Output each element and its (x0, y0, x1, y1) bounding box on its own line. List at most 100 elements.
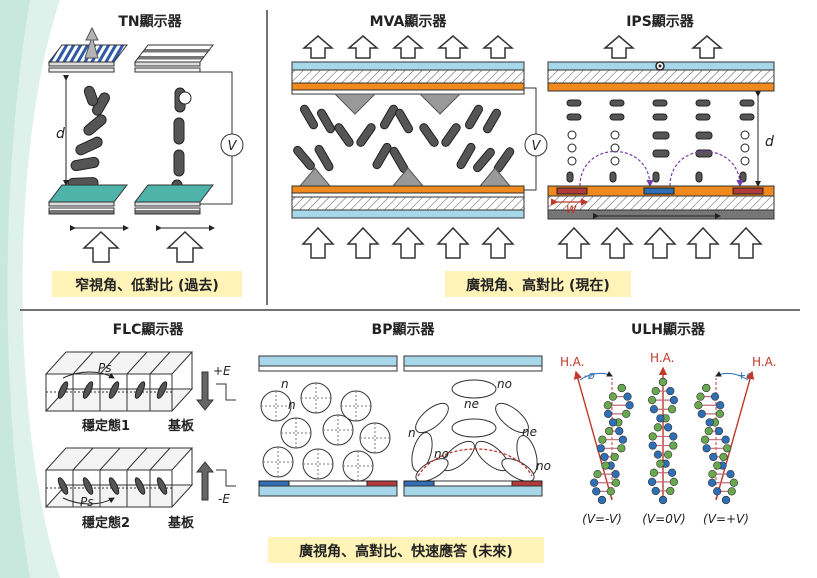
flc-plus-e-label: +E (213, 364, 231, 378)
caption-past: 窄視角、低對比 (過去) (75, 277, 219, 294)
ulh-v-pos-label: (V=+V) (703, 512, 749, 526)
bp-n-label-2: n (288, 398, 296, 412)
helix-bead (714, 426, 724, 436)
tn-left-molecules (67, 85, 110, 189)
tn-right-molecules (171, 87, 192, 195)
helix-bead (647, 396, 657, 405)
ulh-helix-left (590, 383, 634, 505)
helix-bead (615, 426, 624, 436)
helix-bead (608, 392, 618, 401)
tn-light-in-arrow-right (166, 230, 204, 263)
helix-bead (618, 435, 628, 444)
tn-voltage-source (220, 133, 244, 157)
tn-right-top-plate (133, 44, 215, 73)
helix-bead (596, 444, 605, 453)
helix-bead (658, 495, 668, 505)
ulh-panel: ULH顯示器 H.A. H.A. H.A. -ø +ø (V=-V) (V=0V… (560, 322, 776, 526)
helix-bead (726, 470, 735, 479)
ulh-v-neg-label: (V=-V) (582, 512, 622, 526)
helix-bead (656, 459, 665, 468)
mva-light-out-arrows (301, 35, 515, 59)
helix-bead (694, 401, 703, 410)
helix-bead (704, 426, 713, 436)
flc-panel: FLC顯示器 Ps +E 穩定態1 基板 (44, 322, 236, 531)
bp-n-label-1: n (281, 377, 289, 391)
helix-bead (648, 432, 657, 441)
bp-n-label-3: n (408, 426, 416, 440)
helix-bead (649, 468, 659, 477)
flc-minus-e-arrow (195, 461, 215, 501)
mva-voltage-source (524, 133, 548, 157)
ips-light-in-arrows (557, 226, 763, 259)
helix-bead (705, 418, 714, 427)
helix-bead (648, 441, 657, 450)
helix-bead (709, 452, 718, 462)
ips-panel: IPS顯示器 (547, 14, 775, 259)
ulh-ha-label-right: H.A. (752, 355, 776, 369)
helix-bead (702, 383, 711, 393)
helix-bead (617, 383, 626, 393)
ulh-ha-label-left: H.A. (560, 355, 584, 369)
flc-state1-label: 穩定態1 (82, 418, 130, 434)
helix-bead (666, 486, 675, 496)
mva-v-label: V (532, 139, 542, 154)
tn-right-bottom-plate (133, 184, 215, 215)
helix-bead (601, 461, 610, 470)
helix-bead (727, 487, 736, 496)
helix-bead (653, 423, 662, 432)
ulh-ha-label-center: H.A. (650, 351, 674, 365)
helix-bead (710, 392, 720, 401)
helix-bead (651, 486, 660, 496)
helix-bead (723, 444, 732, 453)
helix-bead (598, 435, 607, 444)
ips-electrode-center (643, 187, 675, 195)
bp-title: BP顯示器 (372, 322, 436, 338)
bp-spheres (260, 382, 391, 482)
helix-bead (606, 487, 615, 496)
caption-present: 廣視角、高對比 (現在) (466, 277, 610, 294)
mva-molecules (293, 104, 515, 174)
ips-molecules (566, 99, 755, 183)
helix-bead (604, 409, 613, 418)
helix-bead (617, 444, 626, 453)
helix-bead (593, 470, 602, 479)
bp-no-label-3: no (536, 459, 551, 473)
helix-bead (608, 418, 618, 427)
ips-electrode-right (732, 187, 764, 195)
helix-bead (708, 470, 717, 479)
helix-bead (669, 396, 679, 405)
helix-bead (667, 468, 677, 477)
tn-light-out-arrow (84, 26, 99, 59)
mva-light-in-arrows (301, 226, 515, 259)
helix-bead (600, 452, 609, 462)
tn-d-label: d (56, 126, 65, 142)
helix-bead (721, 495, 731, 505)
helix-bead (667, 405, 677, 414)
flc-state1-block (44, 351, 194, 412)
present-caption-box (445, 271, 631, 297)
helix-bead (622, 409, 631, 418)
helix-bead (713, 487, 722, 496)
helix-bead (669, 441, 678, 450)
helix-bead (590, 478, 599, 487)
flc-minus-e-label: -E (218, 492, 230, 506)
tn-left-bottom-plate (47, 184, 129, 215)
bp-ellipsoids (411, 379, 538, 482)
bp-ne-label-2: ne (522, 425, 537, 439)
helix-bead (653, 450, 662, 459)
caption-future: 廣視角、高對比、快速應答 (未來) (299, 543, 513, 560)
helix-bead (610, 452, 619, 462)
bp-field-arc (417, 448, 533, 477)
helix-bead (716, 401, 725, 410)
bp-electrode-blue-right (403, 480, 435, 487)
helix-bead (696, 392, 705, 401)
helix-bead (666, 386, 675, 396)
ips-light-out-arrows (602, 35, 724, 59)
ulh-title: ULH顯示器 (631, 322, 706, 338)
helix-bead (729, 478, 738, 487)
flc-ps-label-top: Ps (98, 361, 112, 375)
bp-electrode-red-left (366, 480, 398, 487)
helix-bead (707, 478, 717, 487)
bp-panel: BP顯示器 n n (258, 322, 551, 497)
flc-substrate-label-1: 基板 (167, 418, 195, 434)
